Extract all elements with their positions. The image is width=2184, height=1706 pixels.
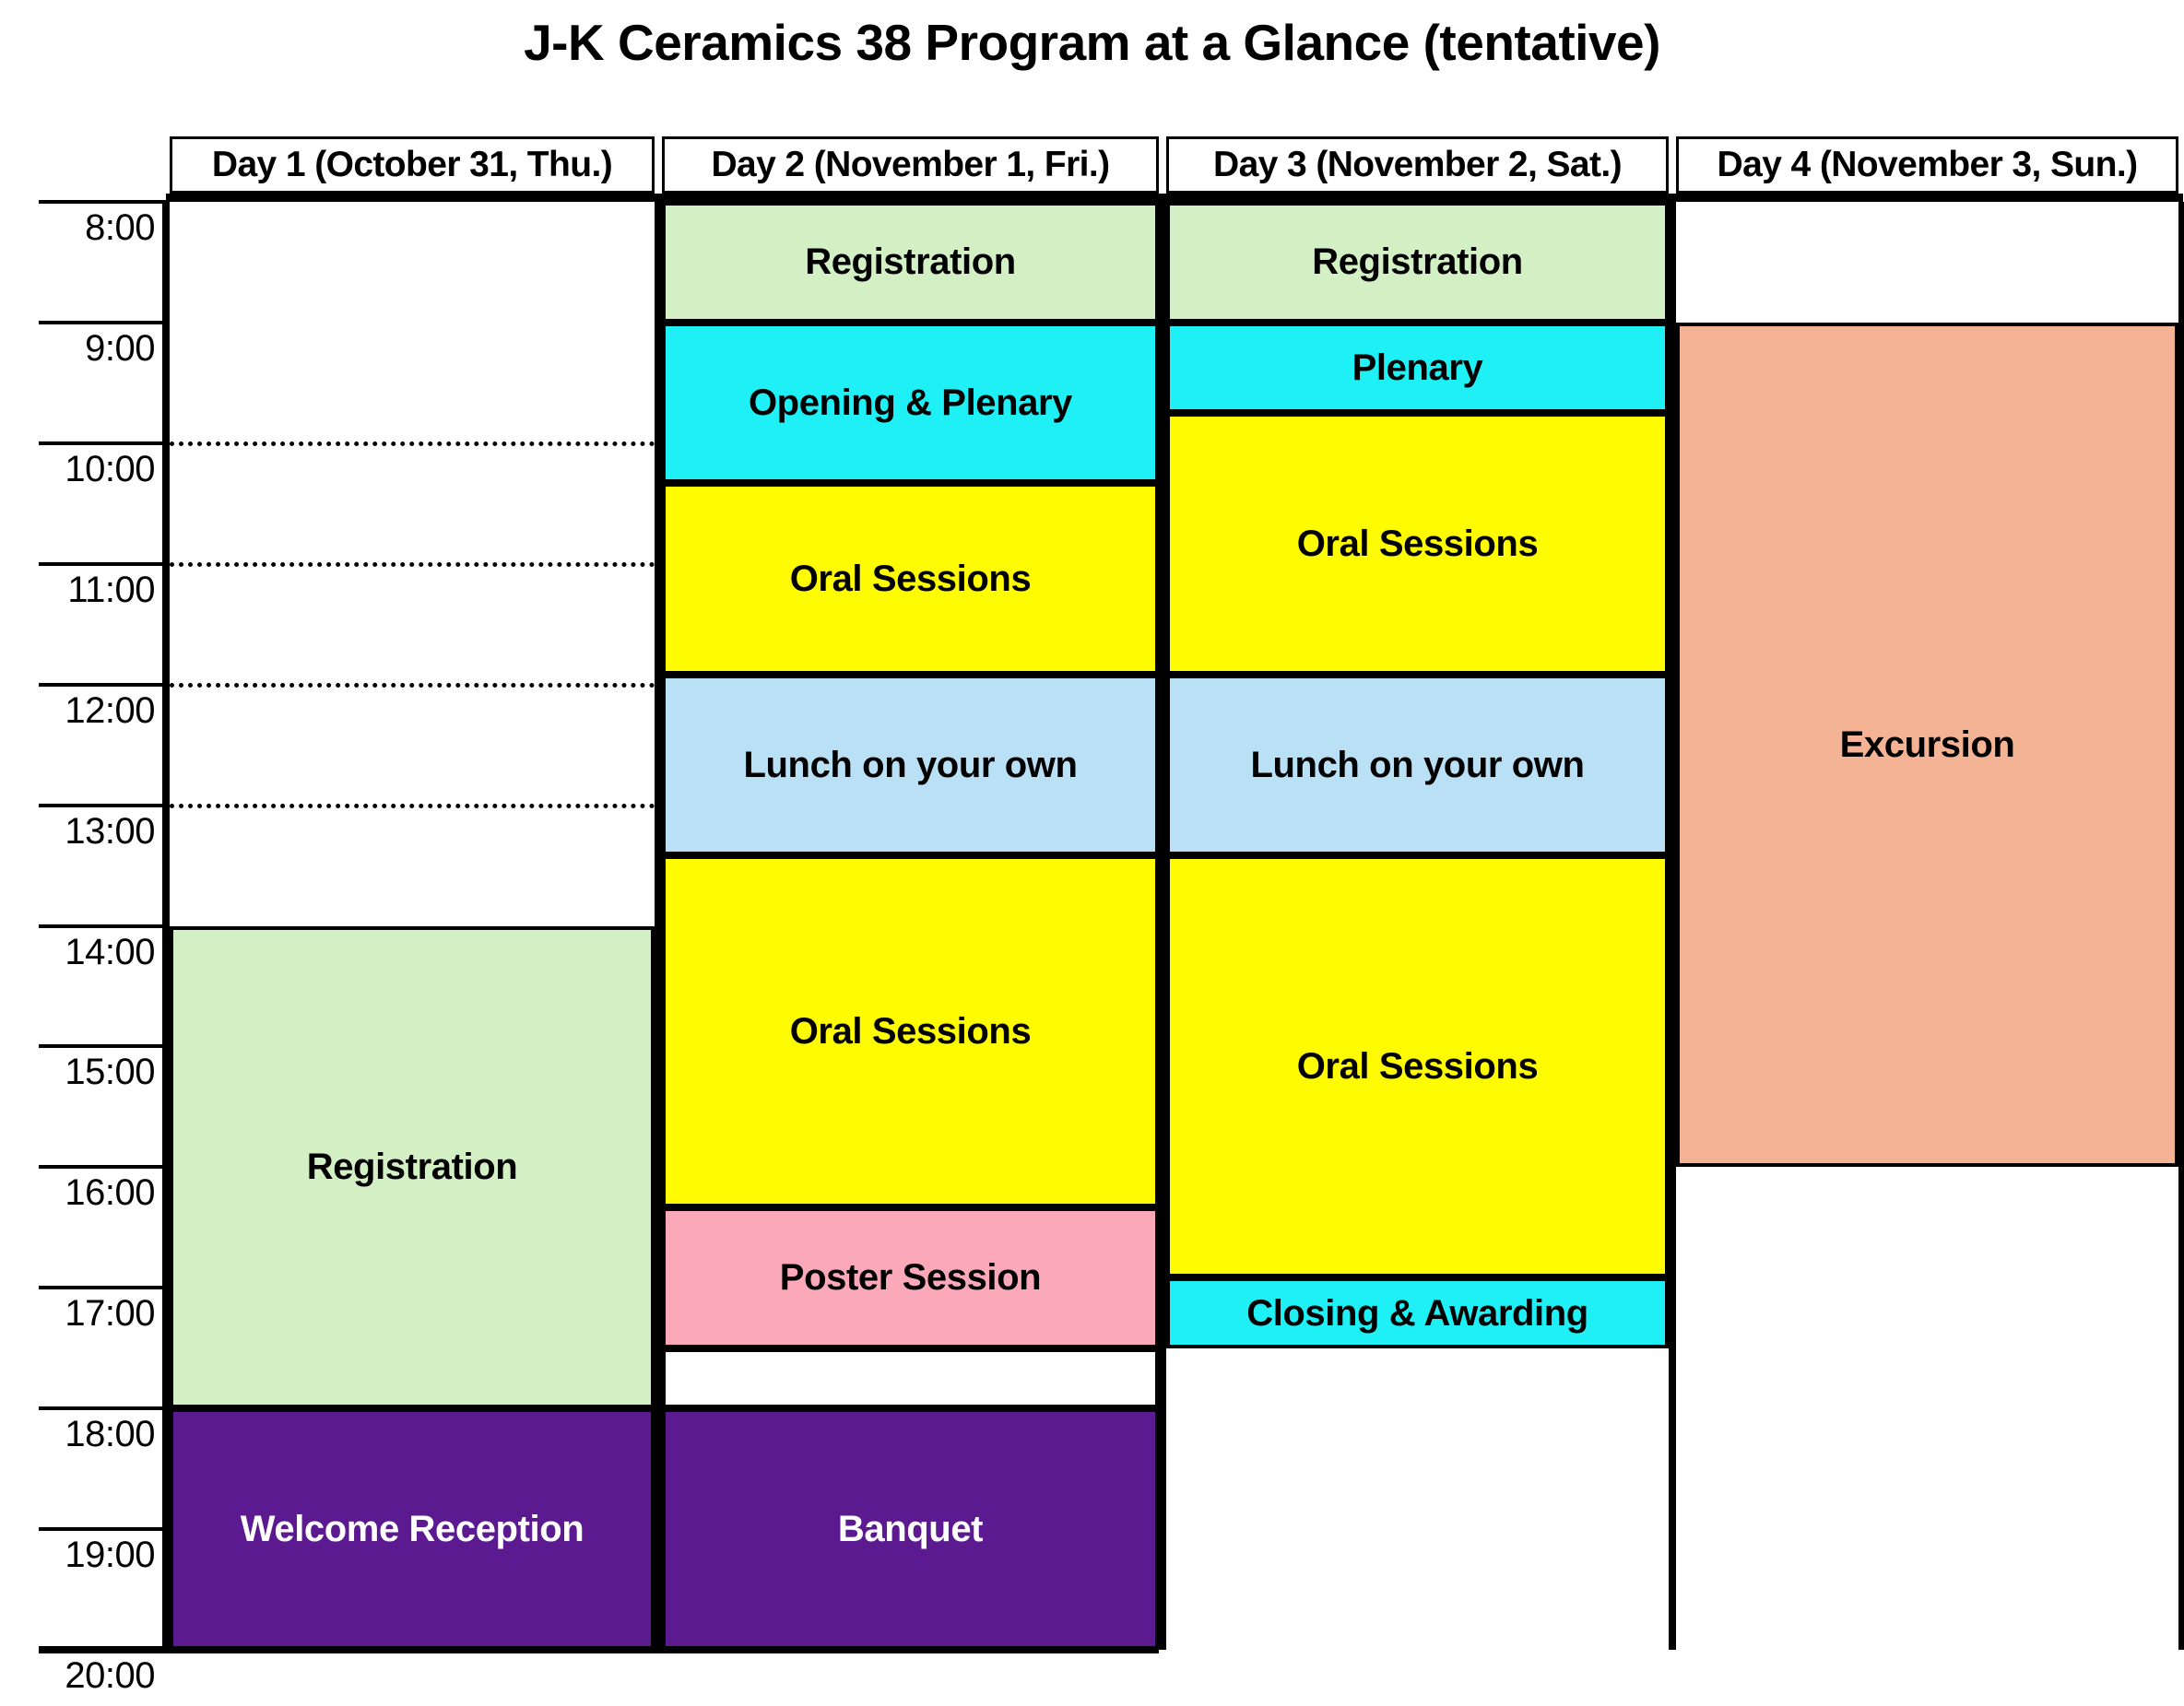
hour-label-1400: 14:00 — [65, 931, 155, 972]
column-rule-3 — [1669, 202, 1676, 1650]
event-day1-registration[interactable]: Registration — [170, 925, 655, 1409]
day-header-day3: Day 3 (November 2, Sat.) — [1166, 136, 1669, 194]
hour-tick-900 — [39, 320, 166, 324]
event-day2-opening-plenary[interactable]: Opening & Plenary — [662, 322, 1159, 484]
hour-tick-1100 — [39, 561, 166, 566]
hour-tick-1500 — [39, 1044, 166, 1049]
day-header-day1: Day 1 (October 31, Thu.) — [170, 136, 655, 194]
event-day3-plenary[interactable]: Plenary — [1166, 322, 1669, 414]
event-day3-registration[interactable]: Registration — [1166, 202, 1669, 323]
event-day2-oral-sessions[interactable]: Oral Sessions — [662, 855, 1159, 1207]
hour-tick-800 — [39, 200, 166, 204]
hour-tick-1800 — [39, 1406, 166, 1411]
hour-label-1300: 13:00 — [65, 810, 155, 852]
event-day3-oral-sessions[interactable]: Oral Sessions — [1166, 413, 1669, 675]
hour-label-1200: 12:00 — [65, 689, 155, 731]
hour-tick-1900 — [39, 1527, 166, 1532]
hour-tick-1400 — [39, 924, 166, 928]
event-day2-oral-sessions[interactable]: Oral Sessions — [662, 483, 1159, 675]
column-rule-2 — [1159, 202, 1166, 1650]
dotted-gridline-1200 — [170, 682, 655, 688]
hour-label-1700: 17:00 — [65, 1293, 155, 1335]
day-header-day2: Day 2 (November 1, Fri.) — [662, 136, 1159, 194]
hour-label-1500: 15:00 — [65, 1052, 155, 1093]
event-day2-empty[interactable] — [662, 1347, 1159, 1409]
dotted-gridline-1100 — [170, 561, 655, 567]
page-title: J-K Ceramics 38 Program at a Glance (ten… — [524, 14, 1660, 71]
day-header-row: Day 1 (October 31, Thu.)Day 2 (November … — [166, 136, 2183, 194]
hour-label-1800: 18:00 — [65, 1414, 155, 1455]
event-day2-banquet[interactable]: Banquet — [662, 1408, 1159, 1650]
event-day1-welcome-reception[interactable]: Welcome Reception — [170, 1408, 655, 1650]
hour-tick-1200 — [39, 682, 166, 687]
hour-label-800: 8:00 — [85, 207, 155, 248]
column-rule-1 — [655, 202, 662, 1650]
hour-tick-1700 — [39, 1286, 166, 1290]
column-rule-right-edge — [2178, 202, 2184, 1650]
hour-tick-1600 — [39, 1165, 166, 1170]
event-day4-excursion[interactable]: Excursion — [1676, 322, 2178, 1168]
event-day2-registration[interactable]: Registration — [662, 202, 1159, 323]
event-day2-poster-session[interactable]: Poster Session — [662, 1206, 1159, 1348]
day-header-day4: Day 4 (November 3, Sun.) — [1676, 136, 2178, 194]
event-day2-lunch-on-your-own[interactable]: Lunch on your own — [662, 674, 1159, 856]
column-rule-0 — [162, 202, 170, 1650]
hour-label-1000: 10:00 — [65, 448, 155, 489]
dotted-gridline-1000 — [170, 441, 655, 446]
hour-label-1900: 19:00 — [65, 1535, 155, 1576]
hour-label-900: 9:00 — [85, 327, 155, 369]
event-day3-lunch-on-your-own[interactable]: Lunch on your own — [1166, 674, 1669, 856]
event-day3-closing-awarding[interactable]: Closing & Awarding — [1166, 1277, 1669, 1348]
hour-label-1100: 11:00 — [67, 569, 155, 610]
hour-tick-1000 — [39, 441, 166, 445]
hour-label-2000: 20:00 — [65, 1655, 155, 1696]
hour-label-1600: 16:00 — [65, 1172, 155, 1214]
grid-bottom-rule — [39, 1646, 1159, 1653]
event-day3-oral-sessions[interactable]: Oral Sessions — [1166, 855, 1669, 1278]
header-bottom-rule — [166, 194, 2183, 202]
dotted-gridline-1300 — [170, 803, 655, 808]
hour-tick-1300 — [39, 803, 166, 807]
